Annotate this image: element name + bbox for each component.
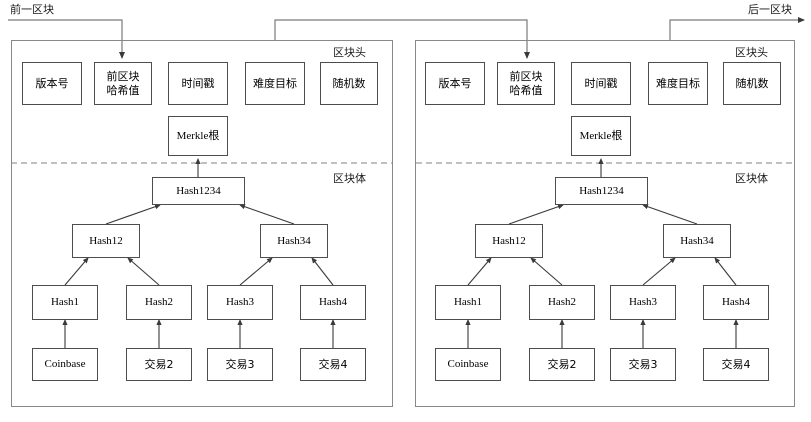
block-1-merkle-root[interactable]: Merkle根 — [168, 116, 228, 156]
chain-connector-incoming — [8, 19, 125, 59]
block-1-tx-2[interactable]: 交易2 — [126, 348, 192, 381]
block-2-tx-3[interactable]: 交易3 — [610, 348, 676, 381]
block-1-leaf-hash2[interactable]: Hash2 — [126, 285, 192, 320]
label-next-block: 后一区块 — [748, 3, 792, 16]
block-1-leaf-hash4[interactable]: Hash4 — [300, 285, 366, 320]
prev-hash-line-1: 前区块 — [509, 69, 543, 83]
prev-hash-line-2: 哈希值 — [106, 83, 140, 97]
block-2-section-header-label: 区块头 — [735, 46, 768, 59]
block-1-container — [11, 40, 393, 407]
block-1-leaf-hash3[interactable]: Hash3 — [207, 285, 273, 320]
block-2-field-timestamp[interactable]: 时间戳 — [571, 62, 631, 105]
block-2-leaf-hash4[interactable]: Hash4 — [703, 285, 769, 320]
block-1-merkle-node-root[interactable]: Hash1234 — [152, 177, 245, 205]
label-previous-block: 前一区块 — [10, 3, 54, 16]
block-2-tx-coinbase[interactable]: Coinbase — [435, 348, 501, 381]
block-1-field-nonce[interactable]: 随机数 — [320, 62, 378, 105]
block-2-leaf-hash2[interactable]: Hash2 — [529, 285, 595, 320]
block-2-merkle-node-hash34[interactable]: Hash34 — [663, 224, 731, 258]
block-1-tx-coinbase[interactable]: Coinbase — [32, 348, 98, 381]
block-2-leaf-hash1[interactable]: Hash1 — [435, 285, 501, 320]
block-2-merkle-node-root[interactable]: Hash1234 — [555, 177, 648, 205]
block-1-section-header-label: 区块头 — [333, 46, 366, 59]
block-1-tx-3[interactable]: 交易3 — [207, 348, 273, 381]
block-1-merkle-node-hash12[interactable]: Hash12 — [72, 224, 140, 258]
chain-connector-block1-to-block2 — [274, 19, 530, 59]
block-1-section-body-label: 区块体 — [333, 172, 366, 185]
block-2-field-prev-block-hash[interactable]: 前区块 哈希值 — [497, 62, 555, 105]
block-2-merkle-root[interactable]: Merkle根 — [571, 116, 631, 156]
block-1-field-timestamp[interactable]: 时间戳 — [168, 62, 228, 105]
block-2-field-difficulty-target[interactable]: 难度目标 — [648, 62, 708, 105]
block-1-field-prev-block-hash[interactable]: 前区块 哈希值 — [94, 62, 152, 105]
block-2-field-nonce[interactable]: 随机数 — [723, 62, 781, 105]
prev-hash-line-2: 哈希值 — [509, 83, 543, 97]
prev-hash-line-1: 前区块 — [106, 69, 140, 83]
block-1-leaf-hash1[interactable]: Hash1 — [32, 285, 98, 320]
block-2-tx-2[interactable]: 交易2 — [529, 348, 595, 381]
block-2-merkle-node-hash12[interactable]: Hash12 — [475, 224, 543, 258]
chain-connector-outgoing — [669, 17, 805, 40]
block-1-merkle-arrows — [62, 158, 336, 348]
block-2-merkle-arrows — [465, 158, 739, 348]
block-2-field-version[interactable]: 版本号 — [425, 62, 485, 105]
block-1-tx-4[interactable]: 交易4 — [300, 348, 366, 381]
block-1-field-version[interactable]: 版本号 — [22, 62, 82, 105]
block-2-tx-4[interactable]: 交易4 — [703, 348, 769, 381]
block-2-leaf-hash3[interactable]: Hash3 — [610, 285, 676, 320]
block-2-section-body-label: 区块体 — [735, 172, 768, 185]
block-1-field-difficulty-target[interactable]: 难度目标 — [245, 62, 305, 105]
block-2-container — [415, 40, 795, 407]
block-1-merkle-node-hash34[interactable]: Hash34 — [260, 224, 328, 258]
